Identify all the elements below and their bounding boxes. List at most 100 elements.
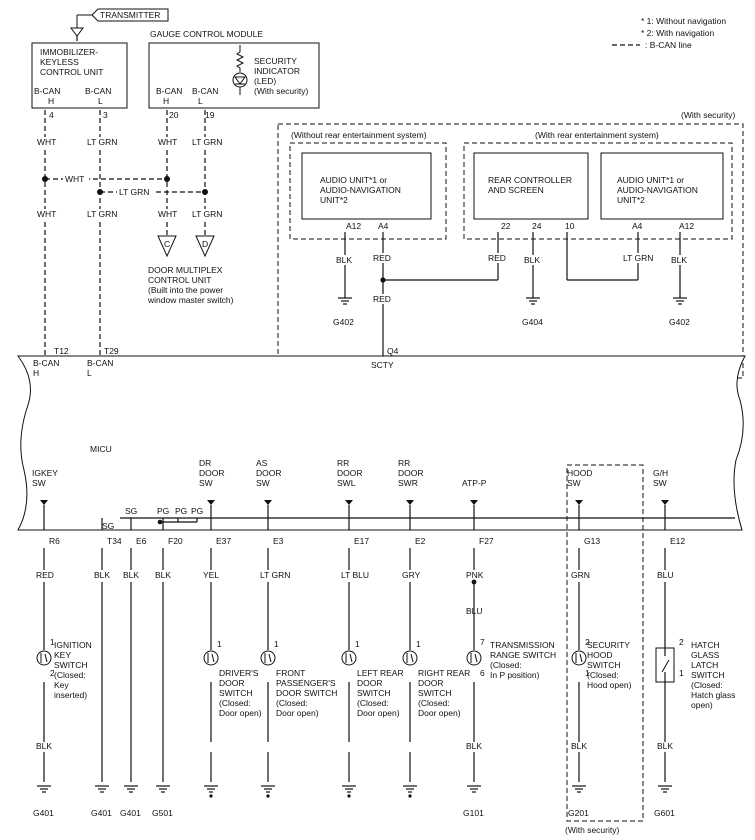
immobilizer-unit: IMMOBILIZER- KEYLESS CONTROL UNIT B-CAN … <box>31 42 128 109</box>
micu-label: MICU <box>90 444 112 454</box>
wire-audio-blk-3: BLK <box>671 255 687 265</box>
ground-G401 <box>124 785 138 793</box>
with-rear-label: (With rear entertainment system) <box>535 130 659 140</box>
micu-sw-label: RR <box>337 458 349 468</box>
wire-color-E37: YEL <box>203 570 219 580</box>
switch-desc: Door open) <box>418 708 461 718</box>
switch-desc: SWITCH <box>357 688 391 698</box>
switch-desc: Door open) <box>357 708 400 718</box>
switch-icon-G13 <box>571 650 587 666</box>
ground-label-g402-b: G402 <box>669 317 690 327</box>
wire-color-E12: BLU <box>657 570 674 580</box>
pin-arrow <box>207 500 215 505</box>
switch-desc: DOOR <box>357 678 383 688</box>
immobilizer-title-3: CONTROL UNIT <box>40 67 103 77</box>
micu-pin-G13: G13 <box>584 536 600 546</box>
micu-sw-label: G/H <box>653 468 668 478</box>
micu-pin-R6: R6 <box>49 536 60 546</box>
micu-pin-q4: Q4 <box>387 346 399 356</box>
switch-desc: Hood open) <box>587 680 632 690</box>
micu-pin-E6: E6 <box>136 536 147 546</box>
gauge-pin-20: 20 <box>169 110 179 120</box>
wire-ltgrn-mid: LT GRN <box>119 187 149 197</box>
wire-wht-1: WHT <box>37 137 56 147</box>
switch-desc: LEFT REAR <box>357 668 404 678</box>
switch-desc: open) <box>691 700 713 710</box>
immo-pin-h-label: B-CAN <box>34 86 60 96</box>
connector-c-label: C <box>164 239 170 249</box>
audio2-line1: AUDIO UNIT*1 or <box>617 175 684 185</box>
rear-pin-10: 10 <box>565 221 575 231</box>
ground-label: G401 <box>33 808 54 818</box>
ground-g402-a <box>338 297 352 305</box>
micu-input-R6: IGKEYSWR6RED12IGNITIONKEYSWITCH(Closed:K… <box>32 468 92 818</box>
ground-G601 <box>658 785 672 793</box>
audio1-line1: AUDIO UNIT*1 or <box>320 175 387 185</box>
micu-sw-label: AS <box>256 458 268 468</box>
switch-desc: DOOR <box>418 678 444 688</box>
switch-icon-E37 <box>203 650 219 666</box>
switch-desc: (Closed: <box>276 698 308 708</box>
door-mux-2: CONTROL UNIT <box>148 275 211 285</box>
micu-pin-F20: F20 <box>168 536 183 546</box>
wire-wht-2: WHT <box>158 137 177 147</box>
switch-desc: FRONT <box>276 668 305 678</box>
led-label-4: (With security) <box>254 86 308 96</box>
switch-icon-E3 <box>260 650 276 666</box>
wire-wht-mid: WHT <box>65 174 84 184</box>
audio1-pin-a12: A12 <box>346 221 361 231</box>
audio1-line2: AUDIO-NAVIGATION <box>320 185 401 195</box>
micu-bcanh-sub: H <box>33 368 39 378</box>
switch-icon-E17 <box>341 650 357 666</box>
micu-sg-label: SG <box>125 506 137 516</box>
switch-desc: SWITCH <box>54 660 88 670</box>
ground-g402-b <box>673 297 687 305</box>
micu-sw-label: DOOR <box>398 468 424 478</box>
micu-sw-label: SW <box>567 478 581 488</box>
wire-color-F27: PNK <box>466 570 484 580</box>
gauge-pin-l-sub: L <box>198 96 203 106</box>
wire-color-F20: BLK <box>155 570 171 580</box>
ground-chassis <box>204 785 218 793</box>
ground-label-g402-a: G402 <box>333 317 354 327</box>
ground-g404 <box>526 297 540 305</box>
wire-wht-3: WHT <box>37 209 56 219</box>
gauge-pin-h-label: B-CAN <box>156 86 182 96</box>
micu-pin-t12: T12 <box>54 346 69 356</box>
door-mux-4: window master switch) <box>147 295 234 305</box>
switch-desc: RIGHT REAR <box>418 668 470 678</box>
wire-color-bot: BLK <box>657 741 673 751</box>
door-mux-1: DOOR MULTIPLEX <box>148 265 223 275</box>
switch-desc: KEY <box>54 650 71 660</box>
immo-pin-3: 3 <box>103 110 108 120</box>
switch-desc: SWITCH <box>418 688 452 698</box>
switch-pin: 1 <box>355 639 360 649</box>
gauge-title: GAUGE CONTROL MODULE <box>150 29 263 39</box>
ground-G501 <box>156 785 170 793</box>
led-label-2: INDICATOR <box>254 66 300 76</box>
hood-with-security-label: (With security) <box>565 825 619 835</box>
micu-pin-E12: E12 <box>670 536 685 546</box>
switch-pin: 7 <box>480 637 485 647</box>
micu-pin-E2: E2 <box>415 536 426 546</box>
micu-sw-label: DR <box>199 458 211 468</box>
rear-ctrl-line1: REAR CONTROLLER <box>488 175 572 185</box>
switch-desc: GLASS <box>691 650 720 660</box>
micu-pg-label: PG <box>157 506 169 516</box>
wire-audio-ltgrn: LT GRN <box>623 253 653 263</box>
audio2-pin-a12: A12 <box>679 221 694 231</box>
switch-icon-R6 <box>36 650 52 666</box>
switch-desc: (Closed: <box>490 660 522 670</box>
bcan-bus <box>42 110 208 360</box>
micu-sw-label: SW <box>256 478 270 488</box>
immo-pin-4: 4 <box>49 110 54 120</box>
switch-desc: DOOR <box>219 678 245 688</box>
audio1-line3: UNIT*2 <box>320 195 348 205</box>
gauge-pin-l-label: B-CAN <box>192 86 218 96</box>
ground-chassis <box>342 785 356 793</box>
micu-sw-label: DOOR <box>256 468 282 478</box>
micu-inputs: IGKEYSWR6RED12IGNITIONKEYSWITCH(Closed:K… <box>32 458 735 818</box>
